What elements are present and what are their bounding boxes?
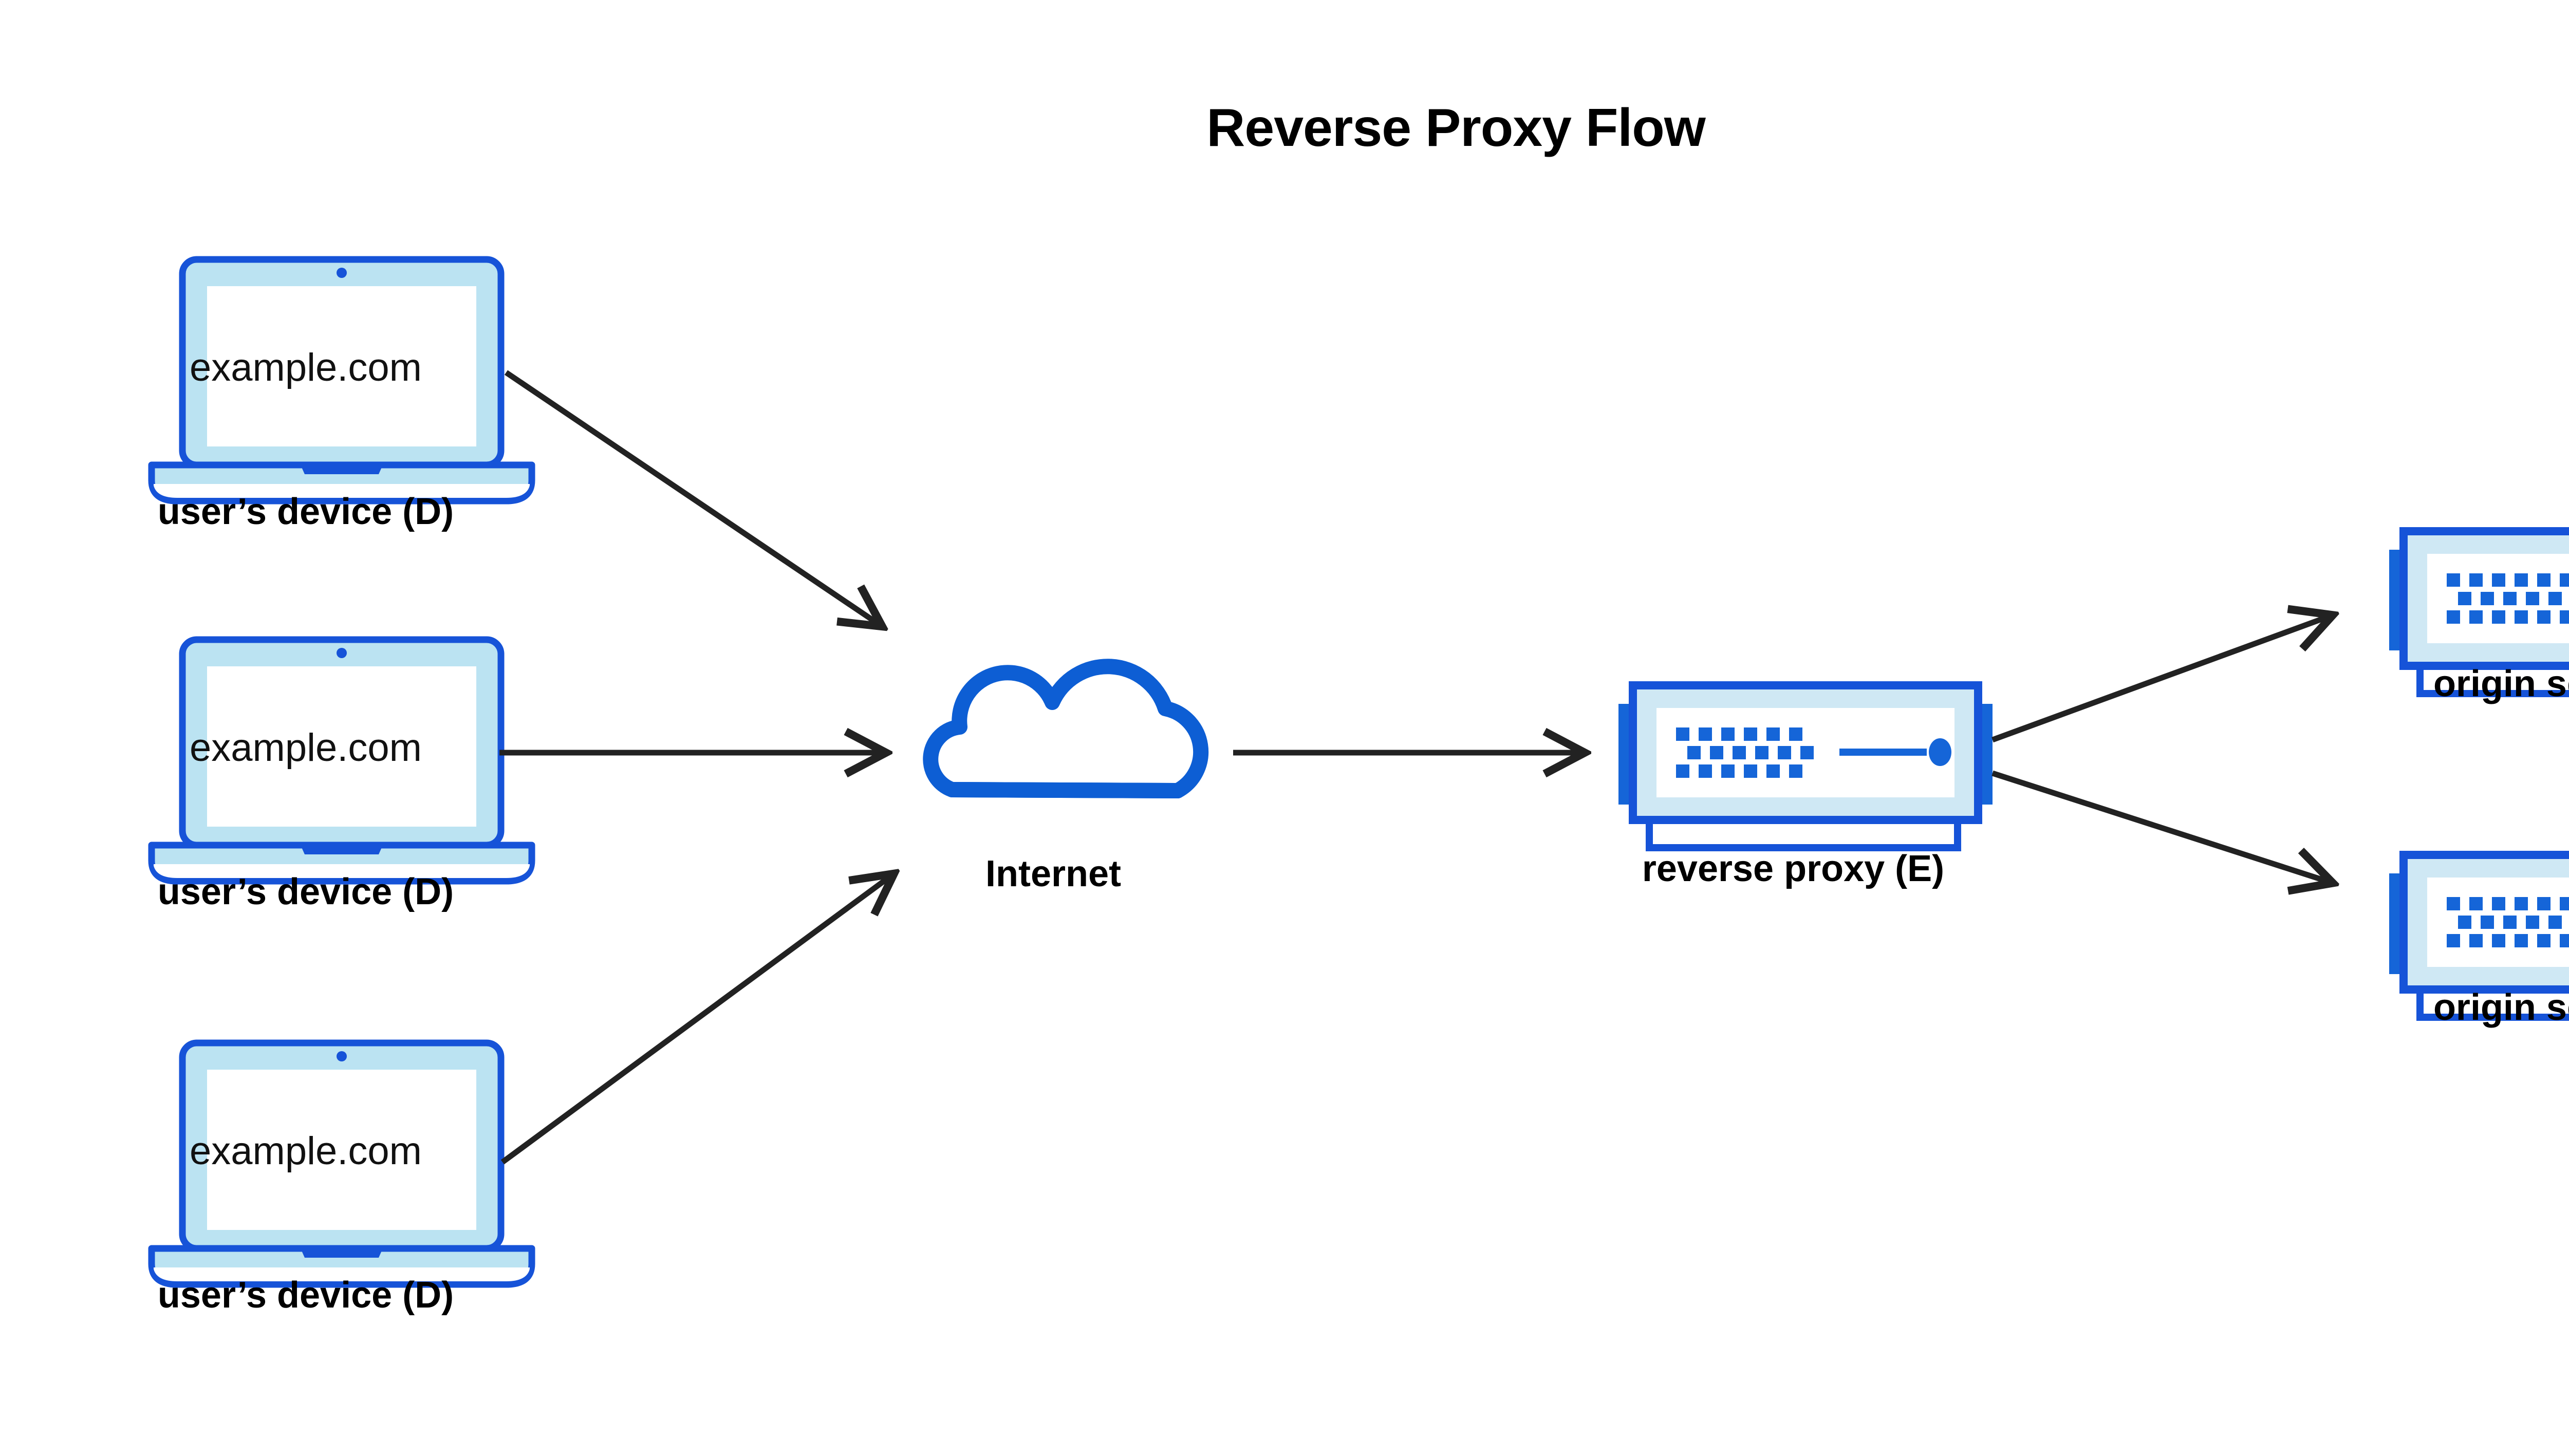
device-label-1: user’s device (D) [157, 491, 454, 532]
device-label-3: user’s device (D) [157, 1275, 454, 1316]
origin-server-label-1: origin server (F) [2433, 663, 2569, 704]
arrow-device1-to-internet [504, 370, 881, 626]
reverse-proxy-server[interactable] [1618, 685, 1993, 848]
reverse-proxy-label: reverse proxy (E) [1642, 848, 1945, 889]
arrow-proxy-to-origin2 [1991, 770, 2332, 883]
device-screen-text-3: example.com [190, 1129, 422, 1173]
internet-cloud[interactable] [930, 666, 1201, 791]
device-label-2: user’s device (D) [157, 871, 454, 912]
device-screen-text-1: example.com [190, 346, 422, 389]
arrow-device3-to-internet [500, 874, 893, 1165]
internet-label: Internet [985, 853, 1122, 894]
device-screen-text-2: example.com [190, 726, 422, 770]
page-title: Reverse Proxy Flow [1206, 98, 1705, 158]
arrow-proxy-to-origin1 [1991, 615, 2332, 743]
origin-server-label-2: origin server (F) [2433, 987, 2569, 1028]
